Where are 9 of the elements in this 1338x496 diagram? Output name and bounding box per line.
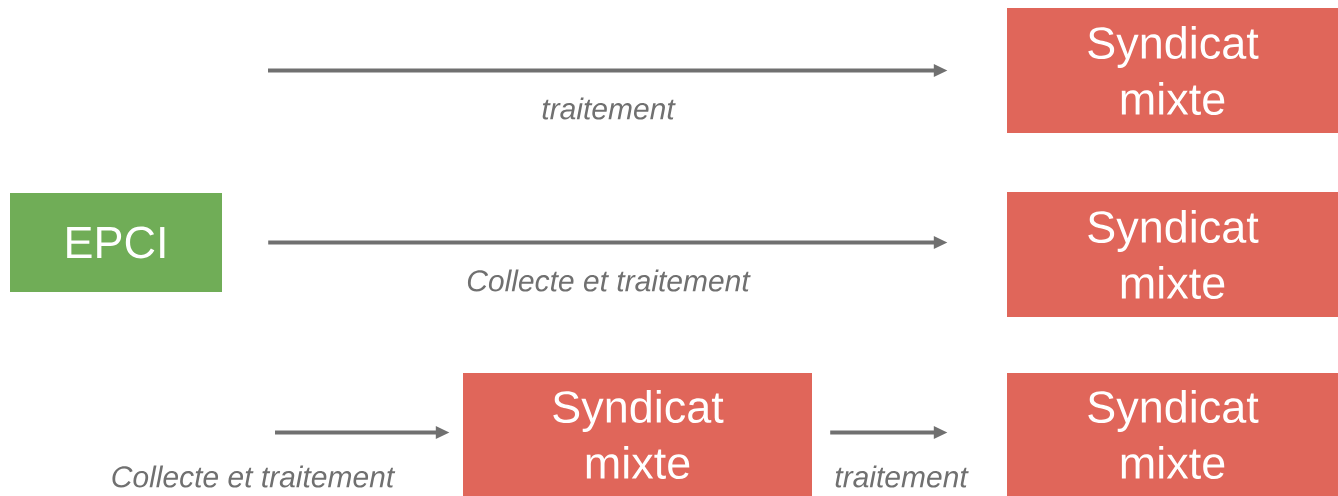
syndicat-box: Syndicat mixte xyxy=(1007,373,1338,496)
syndicat-box: Syndicat mixte xyxy=(1007,8,1338,133)
epci-box: EPCI xyxy=(10,193,222,292)
edge-label: traitement xyxy=(542,97,676,120)
syndicat-box: Syndicat mixte xyxy=(463,373,812,496)
edge-label: traitement xyxy=(835,465,969,488)
edge-label: Collecte et traitement xyxy=(467,269,751,292)
edge-label: Collecte et traitement xyxy=(112,465,396,488)
syndicat-box: Syndicat mixte xyxy=(1007,192,1338,317)
